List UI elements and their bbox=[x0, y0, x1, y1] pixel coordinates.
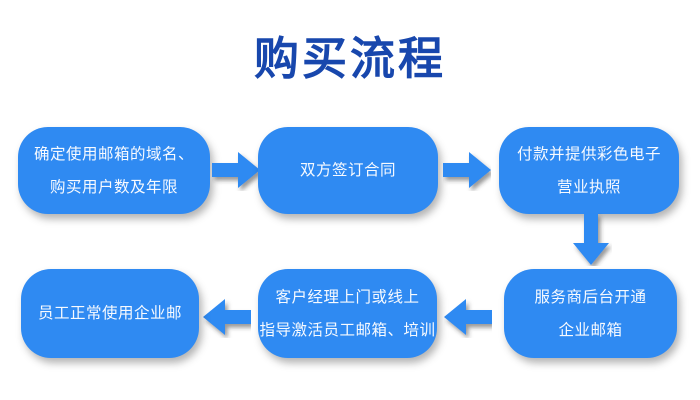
arrow-left-icon bbox=[203, 299, 251, 335]
flow-step-text: 付款并提供彩色电子 bbox=[516, 145, 661, 163]
flow-step-text: 确定使用邮箱的域名、 bbox=[33, 145, 194, 163]
flow-step-manager-training: 客户经理上门或线上 指导激活员工邮箱、培训 bbox=[258, 269, 437, 358]
flow-step-employees-use-mail: 员工正常使用企业邮 bbox=[21, 269, 199, 358]
flow-step-text: 购买用户数及年限 bbox=[49, 178, 178, 196]
arrow-left-icon bbox=[444, 299, 492, 335]
page-title: 购买流程 bbox=[253, 33, 446, 84]
arrow-right-icon bbox=[443, 152, 491, 188]
flow-step-domain-users: 确定使用邮箱的域名、 购买用户数及年限 bbox=[18, 127, 210, 214]
flow-step-sign-contract: 双方签订合同 bbox=[258, 127, 438, 214]
flow-step-text: 客户经理上门或线上 bbox=[275, 288, 420, 306]
flow-step-text: 企业邮箱 bbox=[558, 321, 623, 339]
arrow-right-icon bbox=[212, 152, 260, 188]
flow-step-provider-activation: 服务商后台开通 企业邮箱 bbox=[504, 269, 677, 358]
flow-step-text: 服务商后台开通 bbox=[534, 288, 647, 306]
flow-step-text: 双方签订合同 bbox=[299, 162, 396, 179]
flow-step-text: 营业执照 bbox=[556, 178, 621, 196]
arrow-down-icon bbox=[573, 213, 609, 265]
flow-step-payment-license: 付款并提供彩色电子 营业执照 bbox=[499, 127, 679, 214]
flow-step-text: 指导激活员工邮箱、培训 bbox=[259, 321, 436, 339]
flow-step-text: 员工正常使用企业邮 bbox=[37, 305, 182, 322]
